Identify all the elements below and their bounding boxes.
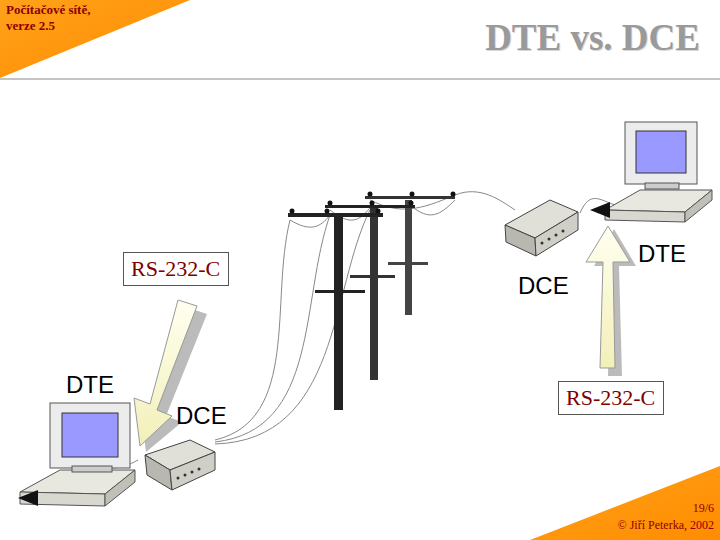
right-computer	[590, 122, 712, 222]
course-name: Počítačové sítě, verze 2.5	[0, 0, 116, 34]
slide-number: 19/6	[530, 500, 720, 517]
interface-name: RS-232-C	[131, 256, 221, 282]
interface-box: RS-232-C	[123, 252, 229, 286]
left-computer	[18, 403, 135, 506]
interface-box: RS-232-C	[558, 381, 664, 415]
header-rule	[0, 78, 720, 80]
equipment-label: DTE	[66, 371, 114, 399]
phone-wires	[100, 192, 615, 468]
right-modem	[505, 200, 578, 256]
corner-band: Počítačové sítě, verze 2.5	[0, 0, 190, 78]
interface-name: RS-232-C	[566, 385, 656, 411]
equipment-label: DCE	[518, 272, 569, 300]
copyright: © Jiří Peterka, 2002	[530, 517, 720, 534]
telephone-poles	[288, 192, 456, 411]
corner-band: 19/6© Jiří Peterka, 2002	[530, 466, 720, 540]
slide-title: DTE vs. DCE	[485, 16, 700, 59]
equipment-label: DTE	[638, 240, 686, 268]
left-modem	[145, 440, 215, 490]
equipment-label: DCE	[176, 402, 227, 430]
